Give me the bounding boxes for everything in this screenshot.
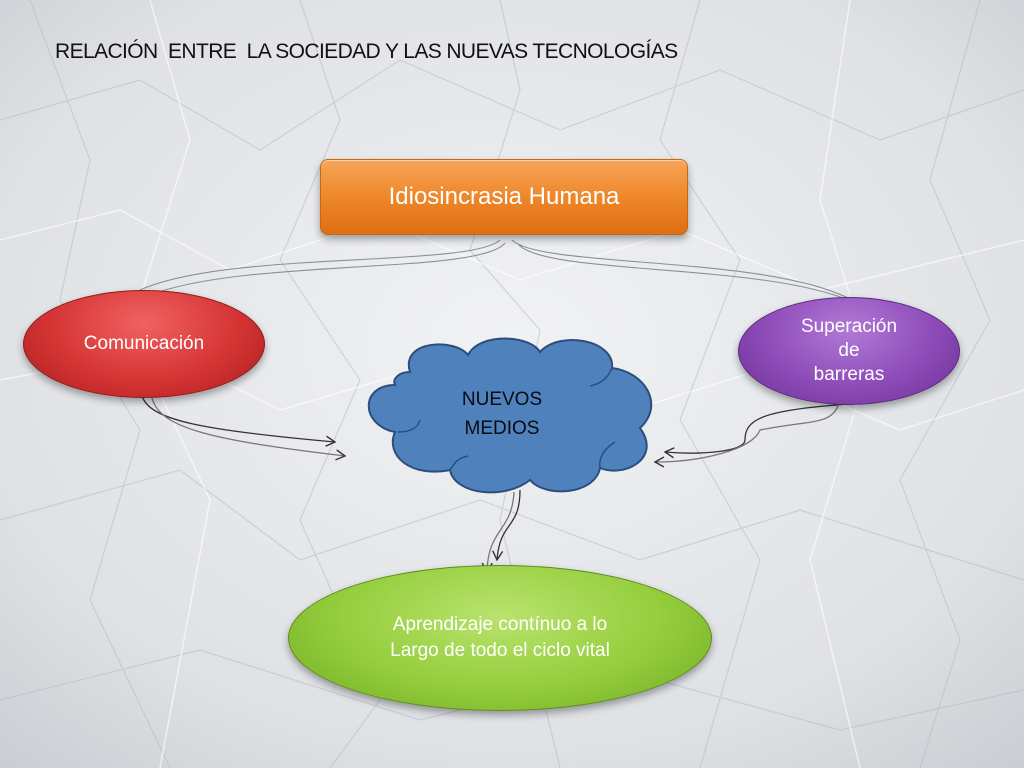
cloud-nuevos-medios [367, 337, 653, 494]
arrow-medios-to-aprendizaje-2 [481, 491, 515, 574]
curve-top-to-right-a [511, 239, 849, 299]
curve-top-to-right-b [517, 243, 856, 304]
curve-top-to-left-a [139, 239, 501, 291]
node-aprendizaje-continuo: Aprendizaje contínuo a lo Largo de todo … [288, 565, 712, 711]
node-nuevos-medios-label: NUEVOS MEDIOS [461, 389, 543, 439]
slide-title: RELACIÓN ENTRE LA SOCIEDAD Y LAS NUEVAS … [55, 40, 678, 63]
arrow-barreras-to-medios [663, 403, 851, 459]
node-label: Comunicación [83, 333, 205, 354]
node-label: Aprendizaje contínuo a lo Largo de todo … [390, 614, 610, 661]
node-superacion-de-barreras: Superación de barreras [738, 297, 960, 405]
arrow-medios-to-aprendizaje [492, 489, 521, 562]
node-idiosincrasia-humana: Idiosincrasia Humana [320, 159, 688, 235]
curve-top-to-left-b [147, 242, 506, 297]
node-comunicacion: Comunicación [23, 290, 265, 398]
arrow-barreras-to-medios-2 [653, 405, 839, 468]
arrow-comunicacion-to-medios-2 [151, 397, 347, 461]
node-label: Superación de barreras [800, 316, 898, 385]
arrow-comunicacion-to-medios [141, 395, 337, 447]
node-label: Idiosincrasia Humana [388, 183, 620, 210]
